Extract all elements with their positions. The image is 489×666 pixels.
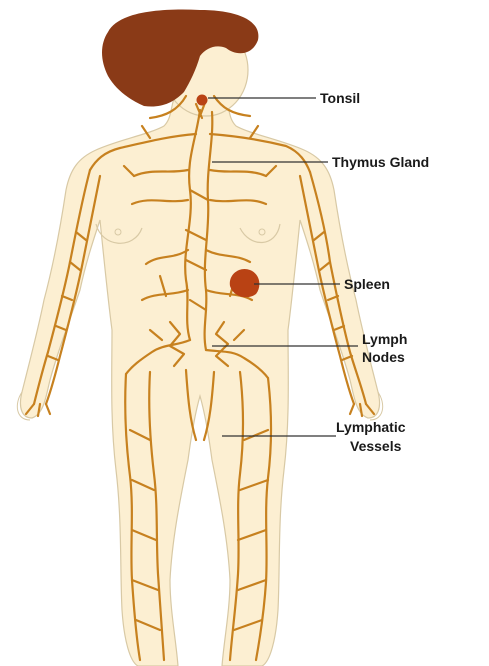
lymph-nodes-label-line2: Nodes xyxy=(362,349,405,365)
human-figure xyxy=(17,10,382,666)
thymus-label: Thymus Gland xyxy=(332,154,429,170)
body-silhouette xyxy=(20,92,379,666)
tonsil-marker xyxy=(197,95,208,106)
spleen-label: Spleen xyxy=(344,276,390,292)
lymph-nodes-label-line1: Lymph xyxy=(362,331,407,347)
tonsil-label: Tonsil xyxy=(320,90,360,106)
lymphatic-vessels-label-line2: Vessels xyxy=(350,438,402,454)
lymphatic-vessels-label-line1: Lymphatic xyxy=(336,419,406,435)
